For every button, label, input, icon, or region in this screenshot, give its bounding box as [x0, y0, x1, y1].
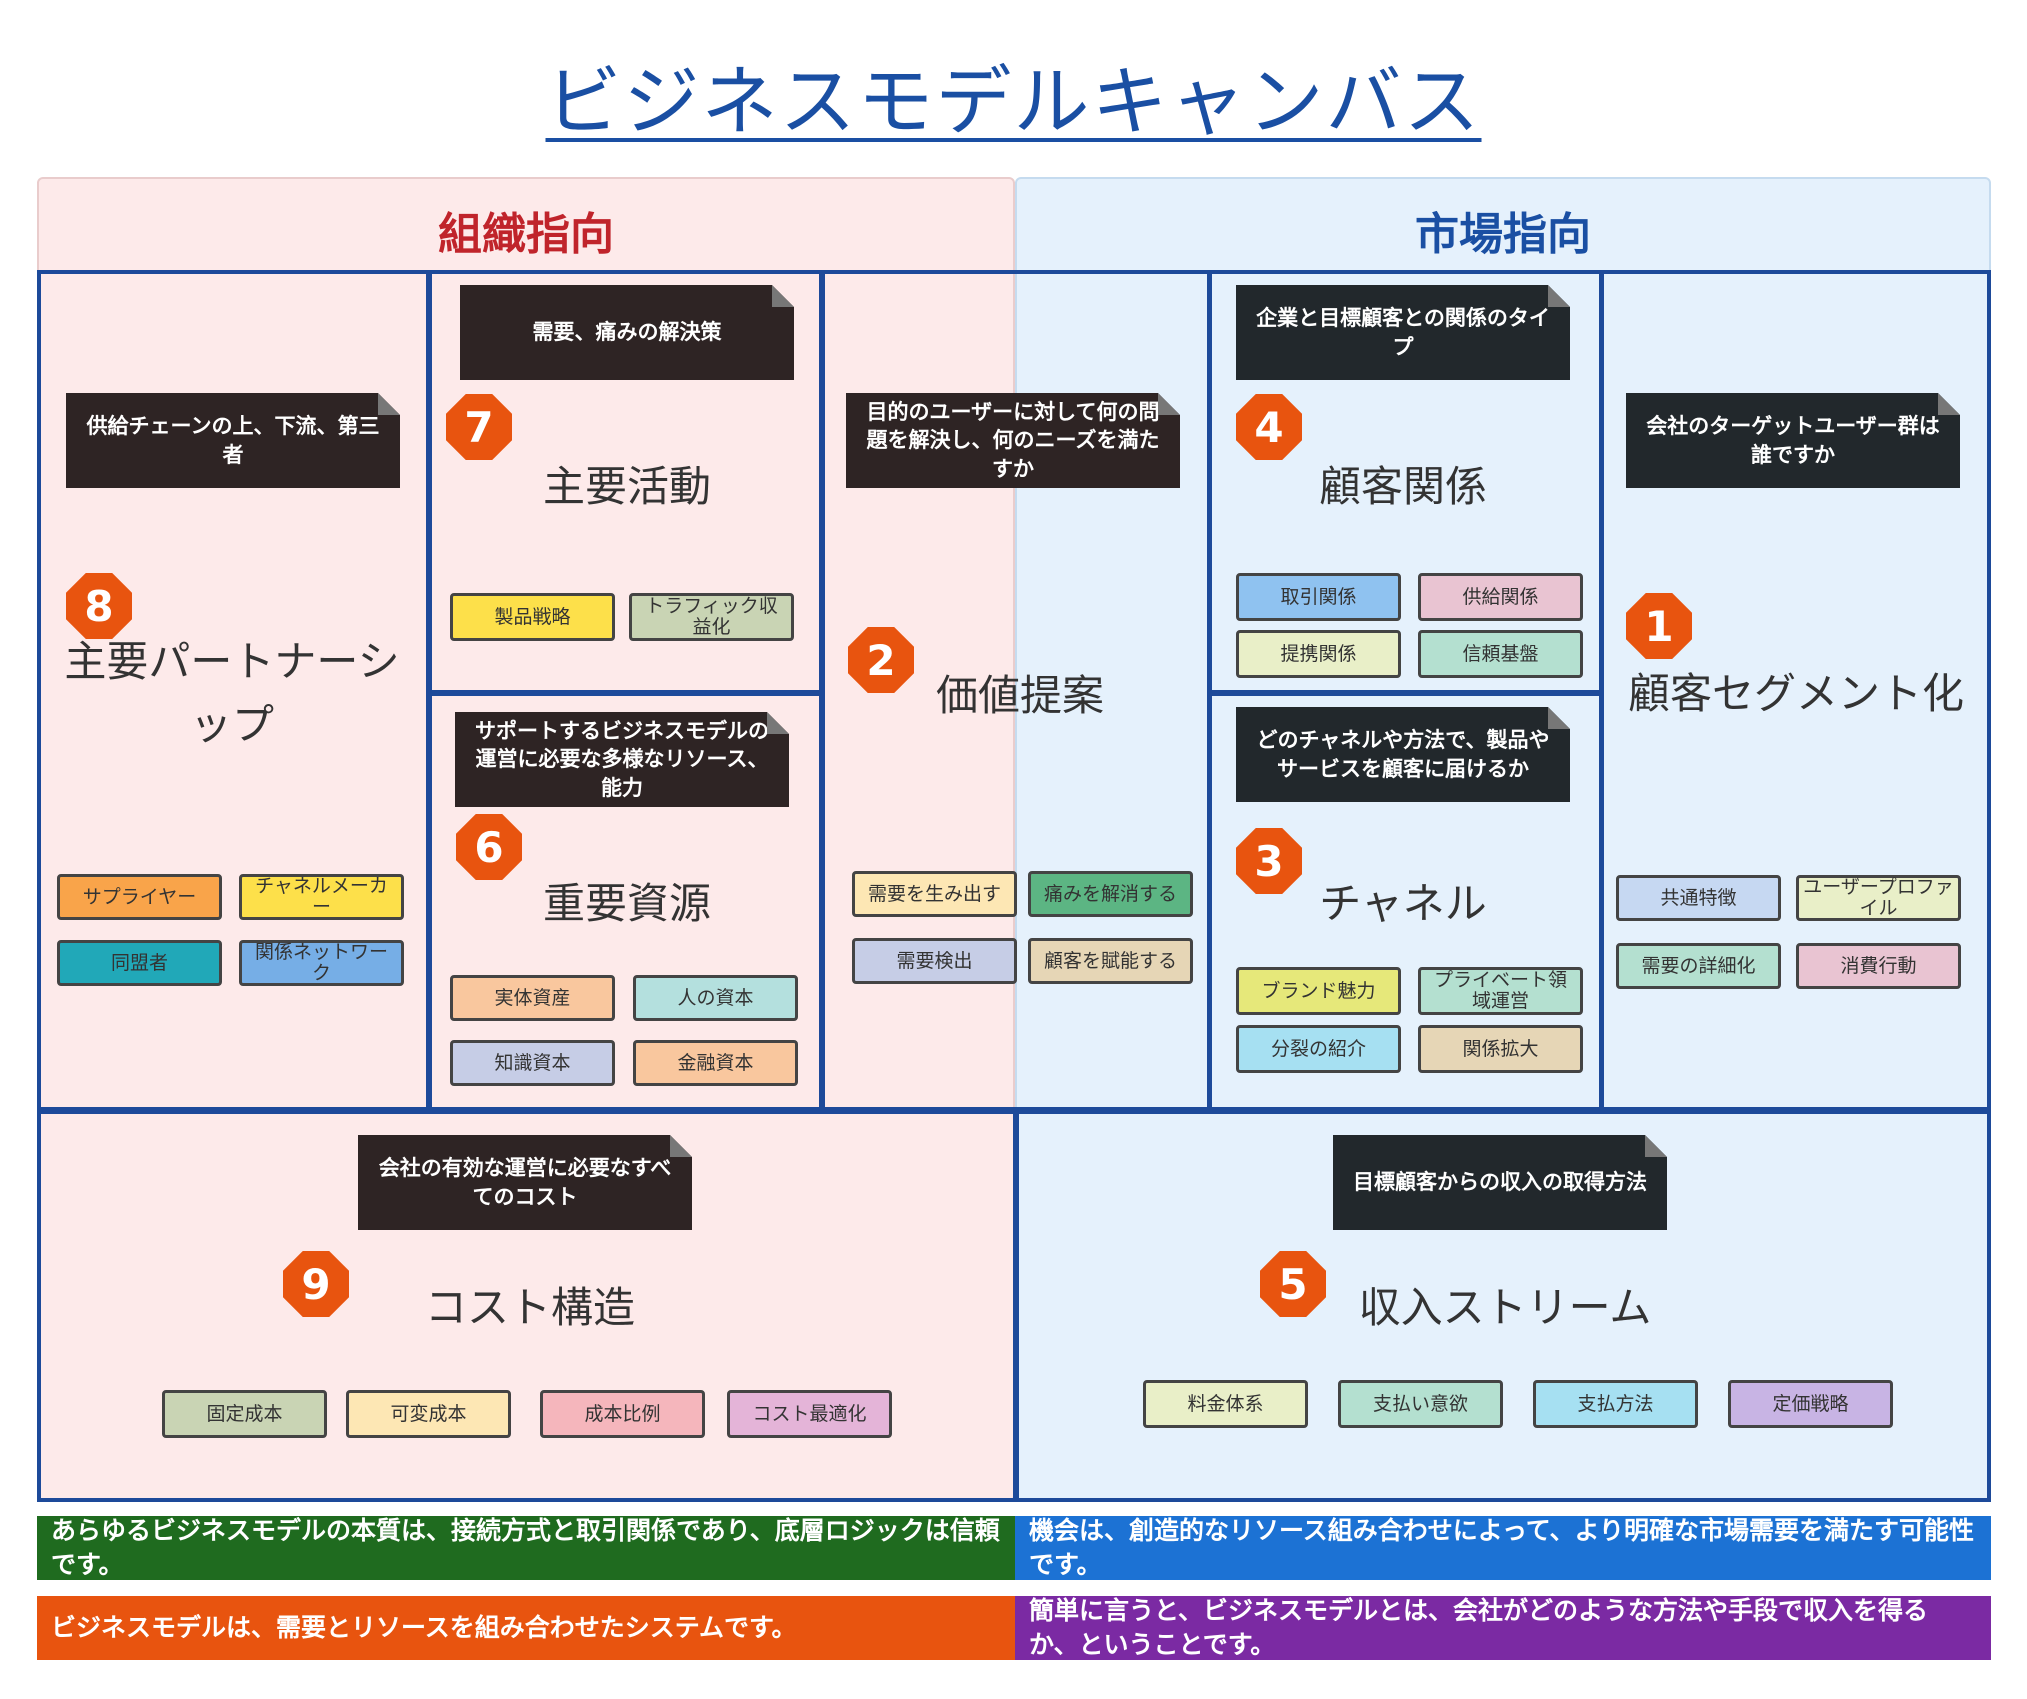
block-revenue-streams	[1015, 1110, 1991, 1502]
costs-note: 会社の有効な運営に必要なすべてのコスト	[358, 1135, 692, 1230]
market-heading: 市場指向	[1415, 209, 1591, 260]
revenue-label: 収入ストリーム	[1358, 1283, 1652, 1332]
value-number-badge: 2	[848, 627, 914, 693]
partners-note: 供給チェーンの上、下流、第三者	[66, 393, 400, 488]
activities-note: 需要、痛みの解決策	[460, 285, 794, 380]
revenue-chip-payment-method: 支払方法	[1533, 1380, 1698, 1428]
segments-note: 会社のターゲットユーザー群は誰ですか	[1626, 393, 1960, 488]
relationships-number-badge: 4	[1236, 394, 1302, 460]
banner-opportunity: 機会は、創造的なリソース組み合わせによって、より明確な市場需要を満たす可能性です…	[1015, 1516, 1991, 1580]
resources-number-badge: 6	[456, 814, 522, 880]
revenue-chip-pricing-system: 料金体系	[1143, 1380, 1308, 1428]
costs-chip-ratio: 成本比例	[540, 1390, 705, 1438]
segments-chip-user-profile: ユーザープロファイル	[1796, 875, 1961, 921]
segments-chip-demand-detail: 需要の詳細化	[1616, 943, 1781, 989]
resources-label: 重要資源	[542, 879, 711, 928]
channels-chip-private-domain: プライベート領域運営	[1418, 967, 1583, 1015]
segments-chip-consumer-behavior: 消費行動	[1796, 943, 1961, 989]
activities-chip-traffic-monetization: トラフィック収益化	[629, 593, 794, 641]
banner-essence: あらゆるビジネスモデルの本質は、接続方式と取引関係であり、底層ロジックは信頼です…	[37, 1516, 1015, 1580]
activities-number-badge: 7	[446, 394, 512, 460]
partners-label: 主要パートナーシップ	[64, 637, 400, 749]
organization-heading: 組織指向	[438, 209, 614, 260]
activities-chip-product-strategy: 製品戦略	[450, 593, 615, 641]
resources-chip-human-capital: 人の資本	[633, 975, 798, 1021]
activities-label: 主要活動	[542, 462, 711, 511]
segments-number-badge: 1	[1626, 593, 1692, 659]
partners-number-badge: 8	[66, 573, 132, 639]
value-chip-empower-customers: 顧客を賦能する	[1028, 938, 1193, 984]
channels-chip-brand-appeal: ブランド魅力	[1236, 967, 1401, 1015]
value-chip-detect-demand: 需要検出	[852, 938, 1017, 984]
revenue-chip-pricing-strategy: 定価戦略	[1728, 1380, 1893, 1428]
segments-label: 顧客セグメント化	[1627, 669, 1964, 718]
relationships-chip-trust-base: 信頼基盤	[1418, 630, 1583, 678]
partners-chip-suppliers: サプライヤー	[57, 874, 222, 920]
segments-chip-common-traits: 共通特徴	[1616, 875, 1781, 921]
channels-note: どのチャネルや方法で、製品やサービスを顧客に届けるか	[1236, 707, 1570, 802]
relationships-chip-supply: 供給関係	[1418, 573, 1583, 621]
value-chip-relieve-pain: 痛みを解消する	[1028, 871, 1193, 917]
value-note: 目的のユーザーに対して何の問題を解決し、何のニーズを満たすか	[846, 393, 1180, 488]
partners-chip-allies: 同盟者	[57, 940, 222, 986]
relationships-chip-partnership: 提携関係	[1236, 630, 1401, 678]
value-chip-create-demand: 需要を生み出す	[852, 871, 1017, 917]
revenue-chip-willingness-to-pay: 支払い意欲	[1338, 1380, 1503, 1428]
costs-chip-optimization: コスト最適化	[727, 1390, 892, 1438]
costs-number-badge: 9	[283, 1251, 349, 1317]
block-customer-segments	[1600, 270, 1991, 1111]
banner-definition: 簡単に言うと、ビジネスモデルとは、会社がどのような方法や手段で収入を得るか、とい…	[1015, 1596, 1991, 1660]
costs-chip-variable: 可変成本	[346, 1390, 511, 1438]
relationships-chip-transactional: 取引関係	[1236, 573, 1401, 621]
costs-label: コスト構造	[424, 1283, 635, 1332]
value-label: 価値提案	[935, 671, 1104, 720]
banner-system: ビジネスモデルは、需要とリソースを組み合わせたシステムです。	[37, 1596, 1015, 1660]
relationships-note: 企業と目標顧客との関係のタイプ	[1236, 285, 1570, 380]
resources-chip-physical-assets: 実体資産	[450, 975, 615, 1021]
channels-number-badge: 3	[1236, 828, 1302, 894]
resources-chip-financial-capital: 金融資本	[633, 1040, 798, 1086]
partners-chip-networks: 関係ネットワーク	[239, 940, 404, 986]
channels-label: チャネル	[1319, 879, 1487, 928]
relationships-label: 顧客関係	[1318, 462, 1487, 511]
costs-chip-fixed: 固定成本	[162, 1390, 327, 1438]
channels-chip-referral: 分裂の紹介	[1236, 1025, 1401, 1073]
channels-chip-relationship-expansion: 関係拡大	[1418, 1025, 1583, 1073]
revenue-number-badge: 5	[1260, 1251, 1326, 1317]
revenue-note: 目標顧客からの収入の取得方法	[1333, 1135, 1667, 1230]
page-title: ビジネスモデルキャンバス	[545, 57, 1482, 146]
partners-chip-channel-makers: チャネルメーカー	[239, 874, 404, 920]
resources-chip-knowledge-capital: 知識資本	[450, 1040, 615, 1086]
resources-note: サポートするビジネスモデルの運営に必要な多様なリソース、能力	[455, 712, 789, 807]
